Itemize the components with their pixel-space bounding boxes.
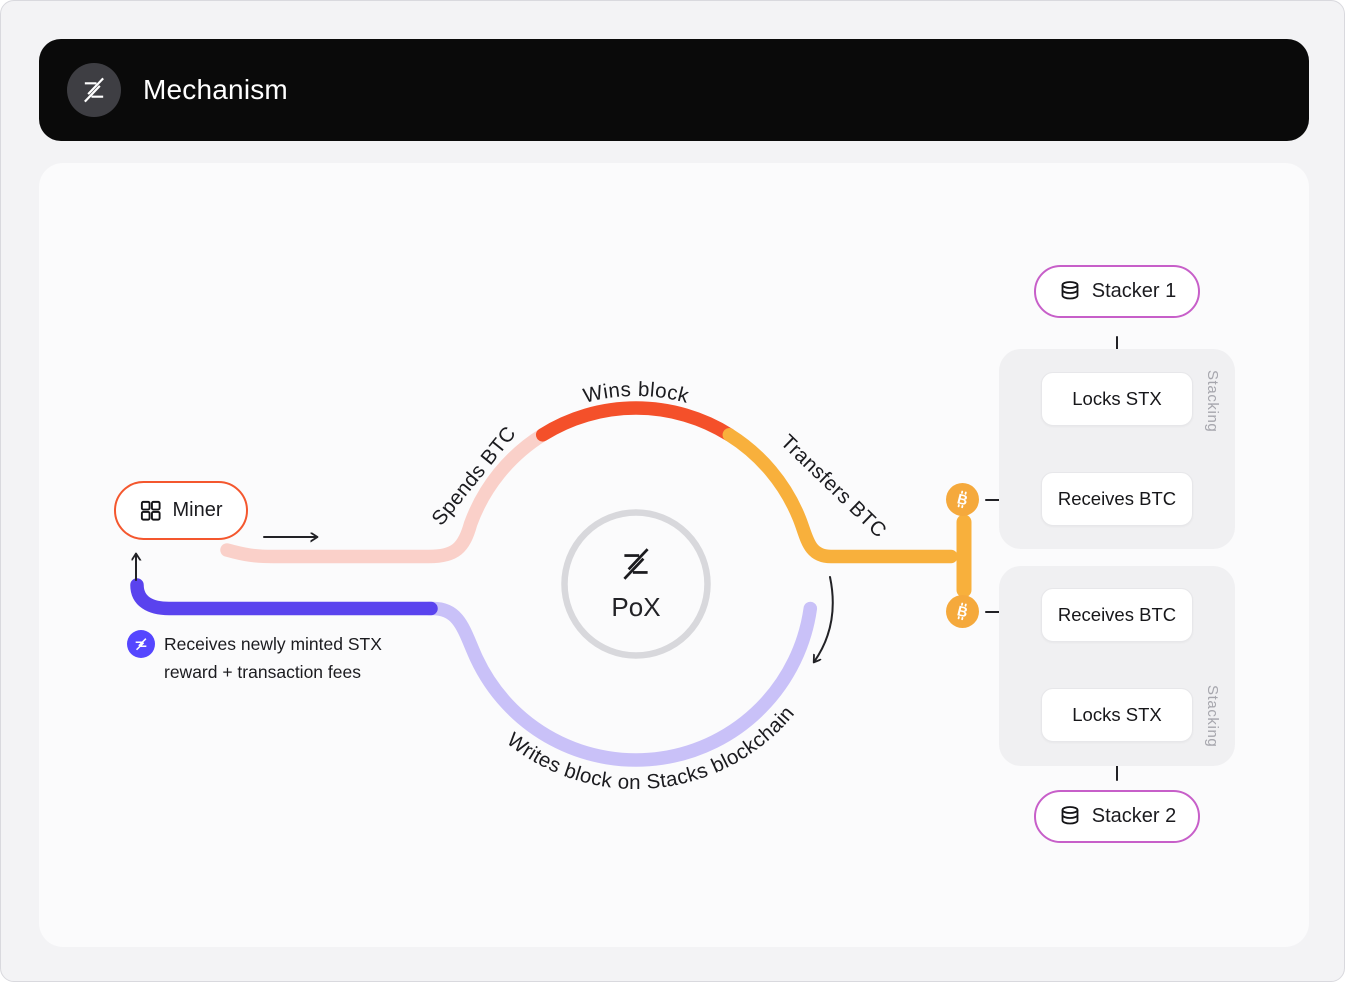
stacker1-node: Stacker 1 — [1034, 265, 1200, 318]
bitcoin-icon: B — [946, 483, 979, 516]
database-icon — [1058, 280, 1082, 304]
reward-note-line1: Receives newly minted STX — [164, 634, 382, 654]
page-title: Mechanism — [143, 74, 288, 105]
miner-node: Miner — [114, 481, 248, 540]
stx-token-icon — [127, 630, 155, 658]
stacker2-node: Stacker 2 — [1034, 790, 1200, 843]
stacking-label: Stacking — [1204, 370, 1221, 433]
pox-label: PoX — [611, 592, 661, 622]
receives-btc-box: Receives BTC — [1041, 588, 1193, 642]
stacks-logo-icon — [616, 545, 656, 588]
reward-note: Receives newly minted STX reward + trans… — [164, 631, 382, 686]
stacking-label: Stacking — [1204, 685, 1221, 748]
receives-btc-box: Receives BTC — [1041, 472, 1193, 526]
locks-stx-box: Locks STX — [1041, 688, 1193, 742]
grid-icon — [139, 499, 162, 522]
header-bar: Mechanism — [39, 39, 1309, 141]
stacker2-label: Stacker 2 — [1091, 805, 1177, 827]
stacker1-label: Stacker 1 — [1091, 280, 1177, 302]
reward-note-line2: reward + transaction fees — [164, 661, 361, 682]
bitcoin-icon: B — [946, 595, 979, 628]
pox-node: PoX — [564, 512, 708, 656]
database-icon — [1058, 805, 1082, 829]
miner-label: Miner — [172, 499, 223, 521]
stacks-logo-icon — [67, 63, 121, 117]
locks-stx-box: Locks STX — [1041, 372, 1193, 426]
